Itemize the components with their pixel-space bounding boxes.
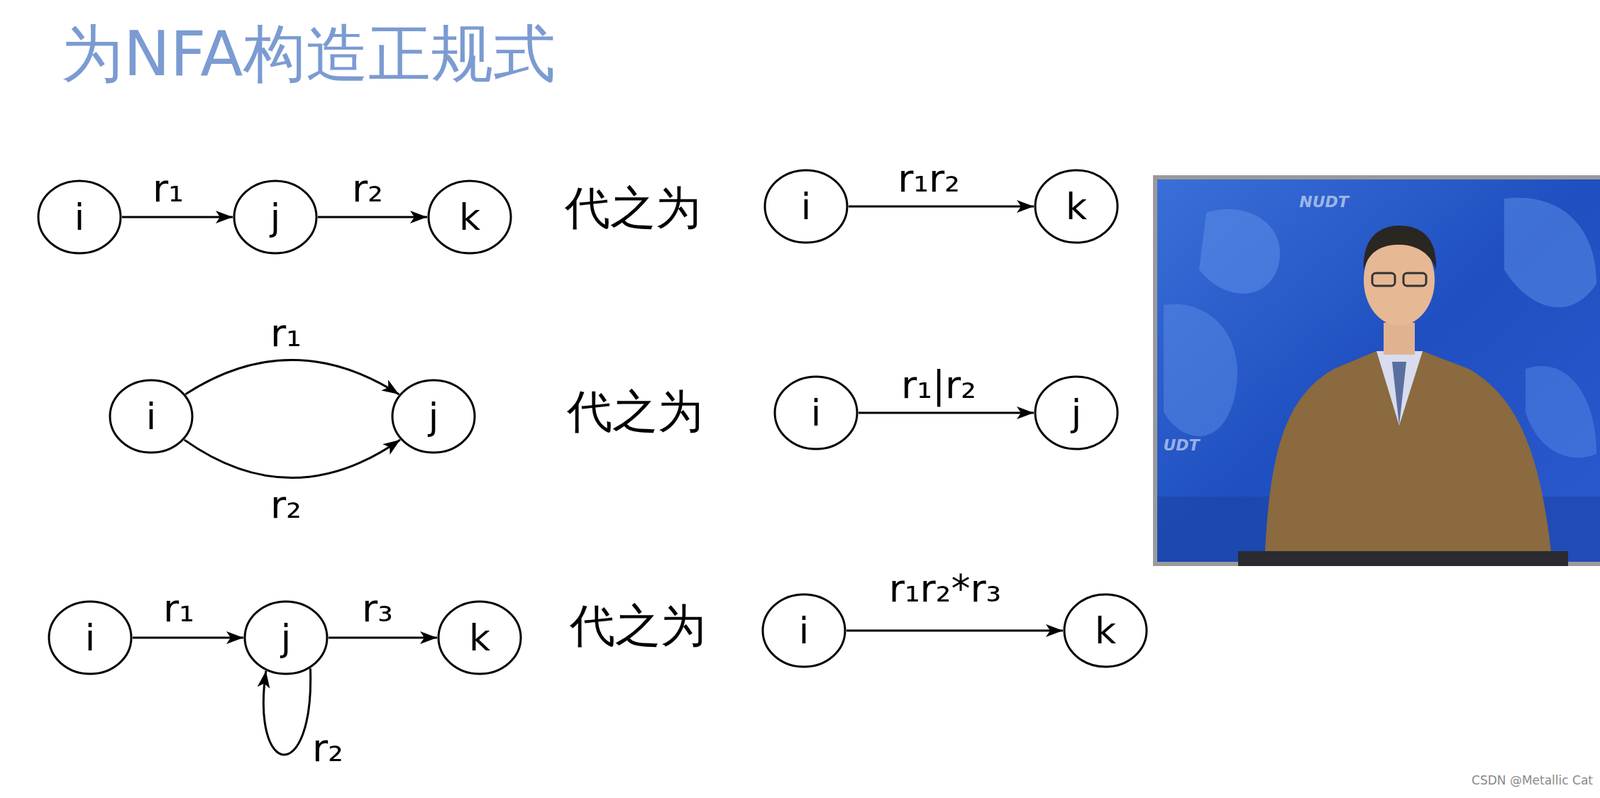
- state-circle: k: [427, 179, 513, 255]
- state-name: i: [85, 619, 96, 657]
- transition-arrow: [846, 630, 1063, 633]
- state-name: i: [146, 398, 157, 435]
- watermark: CSDN @Metallic Cat: [1471, 774, 1593, 788]
- transition-label: r₂: [267, 483, 305, 526]
- state-circle: i: [36, 179, 123, 255]
- transition-arrow: [132, 637, 244, 640]
- state-circle: j: [243, 600, 329, 676]
- state-name: j: [280, 619, 291, 657]
- state-circle: i: [773, 375, 859, 451]
- state-circle: i: [761, 593, 847, 669]
- logo-text: UDT: [1162, 437, 1200, 455]
- logo-text: NUDT: [1299, 193, 1349, 211]
- state-name: i: [810, 394, 821, 432]
- state-circle: i: [763, 168, 849, 245]
- transition-label: r₁: [267, 312, 305, 355]
- transition-arrow: [328, 637, 438, 640]
- state-circle: k: [1033, 168, 1119, 245]
- state-name: j: [270, 198, 281, 236]
- transition-label: r₁r₂*r₃: [886, 567, 1005, 610]
- state-name: j: [1071, 394, 1082, 432]
- state-circle: k: [1062, 593, 1149, 669]
- state-circle: i: [108, 378, 194, 455]
- state-name: k: [459, 198, 481, 236]
- transition-label: r₂: [349, 167, 386, 210]
- transition-label: r₁: [149, 167, 187, 210]
- state-name: k: [469, 619, 491, 657]
- transition-label: r₃: [359, 587, 396, 630]
- transition-arrow: [317, 216, 428, 219]
- transition-arrow: [848, 205, 1034, 208]
- transition-arrow: [263, 668, 311, 755]
- state-name: k: [1094, 612, 1117, 650]
- slide-title: 为NFA构造正规式: [61, 19, 556, 89]
- replace-phrase: 代之为: [564, 183, 702, 233]
- state-circle: j: [390, 378, 477, 455]
- state-name: j: [428, 398, 439, 435]
- transition-label: r₁: [160, 587, 198, 630]
- state-name: i: [74, 198, 85, 236]
- transition-arrow: [122, 216, 233, 219]
- transition-arrow: [185, 359, 399, 395]
- transition-arrow: [184, 439, 401, 479]
- state-circle: j: [1033, 375, 1119, 451]
- state-name: i: [798, 612, 809, 650]
- transition-label: r₂: [309, 727, 347, 770]
- transition-label: r₁r₂: [894, 157, 963, 200]
- replace-phrase: 代之为: [566, 386, 704, 437]
- replace-phrase: 代之为: [569, 600, 706, 651]
- state-circle: j: [232, 179, 318, 255]
- state-circle: i: [47, 600, 133, 676]
- transition-arrow: [858, 412, 1034, 415]
- state-name: i: [801, 188, 811, 225]
- transition-label: r₁|r₂: [898, 363, 980, 406]
- state-name: k: [1065, 188, 1088, 225]
- state-circle: k: [437, 600, 523, 676]
